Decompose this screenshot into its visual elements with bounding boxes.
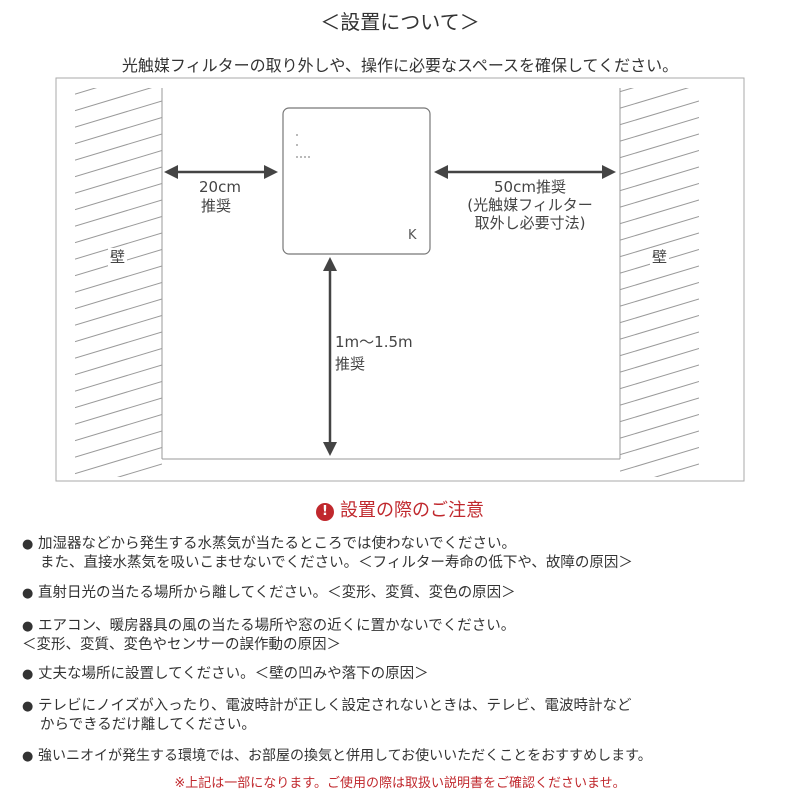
hatch-line: [75, 331, 162, 359]
hatch-line: [75, 381, 162, 409]
left-wall-hatch: [75, 88, 162, 477]
notice-item: ● 強いニオイが発生する環境では、お部屋の換気と併用してお使いいただくことをおすす…: [22, 747, 798, 766]
page-title: ＜設置について＞: [320, 10, 480, 34]
hatch-line: [620, 298, 699, 324]
hatch-line: [75, 414, 162, 442]
exclamation-circle-icon: !: [316, 503, 334, 521]
hatch-line: [620, 331, 699, 357]
hatch-line: [75, 216, 162, 244]
notice-item-text: 丈夫な場所に設置してください。＜壁の凹みや落下の原因＞: [38, 666, 429, 682]
notice-item: ● 丈夫な場所に設置してください。＜壁の凹みや落下の原因＞: [22, 665, 798, 684]
left-gap-arrow: [164, 165, 278, 179]
bullet-icon: ●: [22, 667, 34, 682]
hatch-line: [653, 463, 699, 477]
hatch-line: [620, 397, 699, 423]
right-gap-note-line1: (光触媒フィルター: [467, 196, 593, 214]
hatch-line: [620, 447, 699, 472]
left-wall-label: 壁: [108, 248, 128, 267]
hatch-line: [620, 166, 699, 192]
hatch-line: [620, 348, 699, 373]
hatch-line: [620, 216, 699, 241]
hatch-line: [75, 397, 162, 425]
hatch-line: [75, 232, 162, 260]
hatch-line: [75, 430, 162, 458]
hatch-line: [620, 265, 699, 291]
hatch-line: [75, 133, 162, 161]
notice-item-text: エアコン、暖房器具の風の当たる場所や窓の近くに置かないでください。: [38, 618, 516, 634]
notice-item-text: ＜変形、変質、変色やセンサーの誤作動の原因＞: [22, 637, 341, 653]
right-wall-hatch: [620, 88, 699, 477]
bullet-icon: ●: [22, 699, 34, 714]
notice-item: ● 直射日光の当たる場所から離してください。＜変形、変質、変色の原因＞: [22, 584, 798, 603]
height-value: 1m～1.5m: [335, 333, 413, 351]
hatch-line: [620, 414, 699, 439]
footnote: ※上記は一部になります。ご使用の際は取扱い説明書をご確認くださいませ。: [174, 776, 626, 791]
bullet-icon: ●: [22, 586, 34, 601]
hatch-line: [620, 88, 690, 109]
right-gap-arrow: [434, 165, 616, 179]
hatch-line: [620, 232, 699, 258]
notice-item-text: 強いニオイが発生する環境では、お部屋の換気と併用してお使いいただくことをおすすめ…: [38, 748, 652, 764]
notice-item: ● エアコン、暖房器具の風の当たる場所や窓の近くに置かないでください。 ＜変形、変…: [22, 617, 798, 655]
right-gap-value: 50cm推奨: [494, 178, 566, 196]
hatch-line: [75, 348, 162, 376]
hatch-line: [620, 430, 699, 456]
hatch-line: [75, 364, 162, 392]
air-purifier-device: [282, 107, 431, 255]
right-gap-note-line2: 取外し必要寸法): [474, 214, 586, 232]
brand-logo: K: [408, 228, 417, 243]
hatch-line: [75, 166, 162, 194]
device-indicator-lights: [296, 134, 310, 158]
notice-heading: ! 設置の際のご注意: [0, 496, 800, 522]
notice-item-text: からできるだけ離してください。: [40, 717, 256, 733]
hatch-line: [620, 381, 699, 406]
hatch-line: [620, 199, 699, 225]
bullet-icon: ●: [22, 749, 34, 764]
hatch-line: [75, 88, 98, 95]
hatch-line: [75, 88, 153, 112]
notice-item: ● 加湿器などから発生する水蒸気が当たるところでは使わないでください。 また、直接…: [22, 535, 798, 573]
hatch-line: [75, 117, 162, 145]
right-wall-label: 壁: [650, 248, 670, 267]
hatch-line: [75, 282, 162, 310]
hatch-line: [75, 150, 162, 178]
hatch-line: [75, 199, 162, 227]
hatch-line: [620, 117, 699, 142]
hatch-line: [75, 183, 162, 211]
bullet-icon: ●: [22, 619, 34, 634]
hatch-line: [75, 100, 162, 128]
hatch-line: [116, 463, 162, 477]
notice-item: ● テレビにノイズが入ったり、電波時計が正しく設定されないときは、テレビ、電波時計…: [22, 697, 798, 735]
height-note: 推奨: [335, 355, 366, 373]
page-subtitle: 光触媒フィルターの取り外しや、操作に必要なスペースを確保してください。: [121, 56, 679, 75]
left-gap-note: 推奨: [201, 197, 232, 215]
height-arrow: [323, 257, 337, 456]
hatch-line: [75, 447, 162, 475]
hatch-line: [620, 150, 699, 175]
left-gap-value: 20cm: [199, 178, 241, 196]
bullet-icon: ●: [22, 537, 34, 552]
hatch-line: [620, 183, 699, 208]
notice-heading-text: 設置の際のご注意: [340, 500, 484, 521]
notice-item-text: 加湿器などから発生する水蒸気が当たるところでは使わないでください。: [38, 536, 517, 552]
hatch-line: [75, 298, 162, 326]
notice-item-text: テレビにノイズが入ったり、電波時計が正しく設定されないときは、テレビ、電波時計な…: [38, 698, 632, 714]
hatch-line: [75, 315, 162, 343]
hatch-line: [620, 364, 699, 390]
notice-item-text: また、直接水蒸気を吸いこませないでください。＜フィルター寿命の低下や、故障の原因…: [40, 555, 633, 571]
hatch-line: [620, 282, 699, 307]
hatch-line: [620, 133, 699, 159]
hatch-line: [75, 265, 162, 293]
diagram-frame: [55, 77, 745, 482]
hatch-line: [620, 100, 699, 126]
hatch-line: [620, 315, 699, 340]
notice-item-text: 直射日光の当たる場所から離してください。＜変形、変質、変色の原因＞: [38, 585, 516, 601]
